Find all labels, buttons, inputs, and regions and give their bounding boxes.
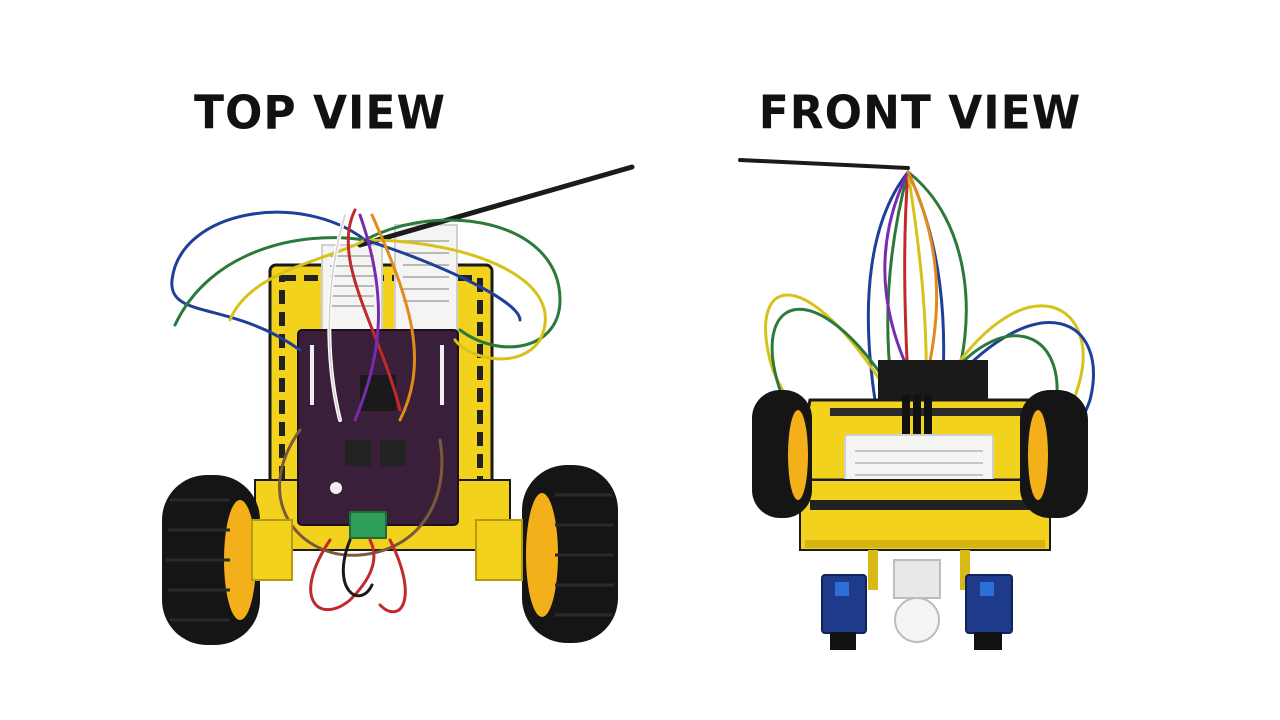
top-view-robot-photo	[162, 164, 635, 645]
front-view-panel: FRONT VIEW	[640, 0, 1280, 720]
zip-tie	[357, 164, 635, 248]
top-view-title: TOP VIEW	[194, 86, 446, 141]
controller-board	[297, 329, 459, 526]
front-view-robot-photo	[738, 158, 1095, 650]
zip-tie	[738, 158, 910, 170]
top-view-panel: TOP VIEW	[162, 86, 635, 645]
left-wheel	[752, 390, 812, 518]
screw-terminal	[349, 511, 387, 539]
right-wheel	[1020, 390, 1088, 518]
left-ir-sensor	[821, 574, 867, 650]
chassis-plate-lower	[799, 479, 1051, 551]
left-wheel	[162, 475, 260, 645]
front-view-title: FRONT VIEW	[758, 86, 1082, 141]
right-wheel	[522, 465, 618, 643]
caster-wheel	[893, 559, 941, 643]
controller-board	[878, 360, 988, 400]
right-ir-sensor	[965, 574, 1013, 650]
